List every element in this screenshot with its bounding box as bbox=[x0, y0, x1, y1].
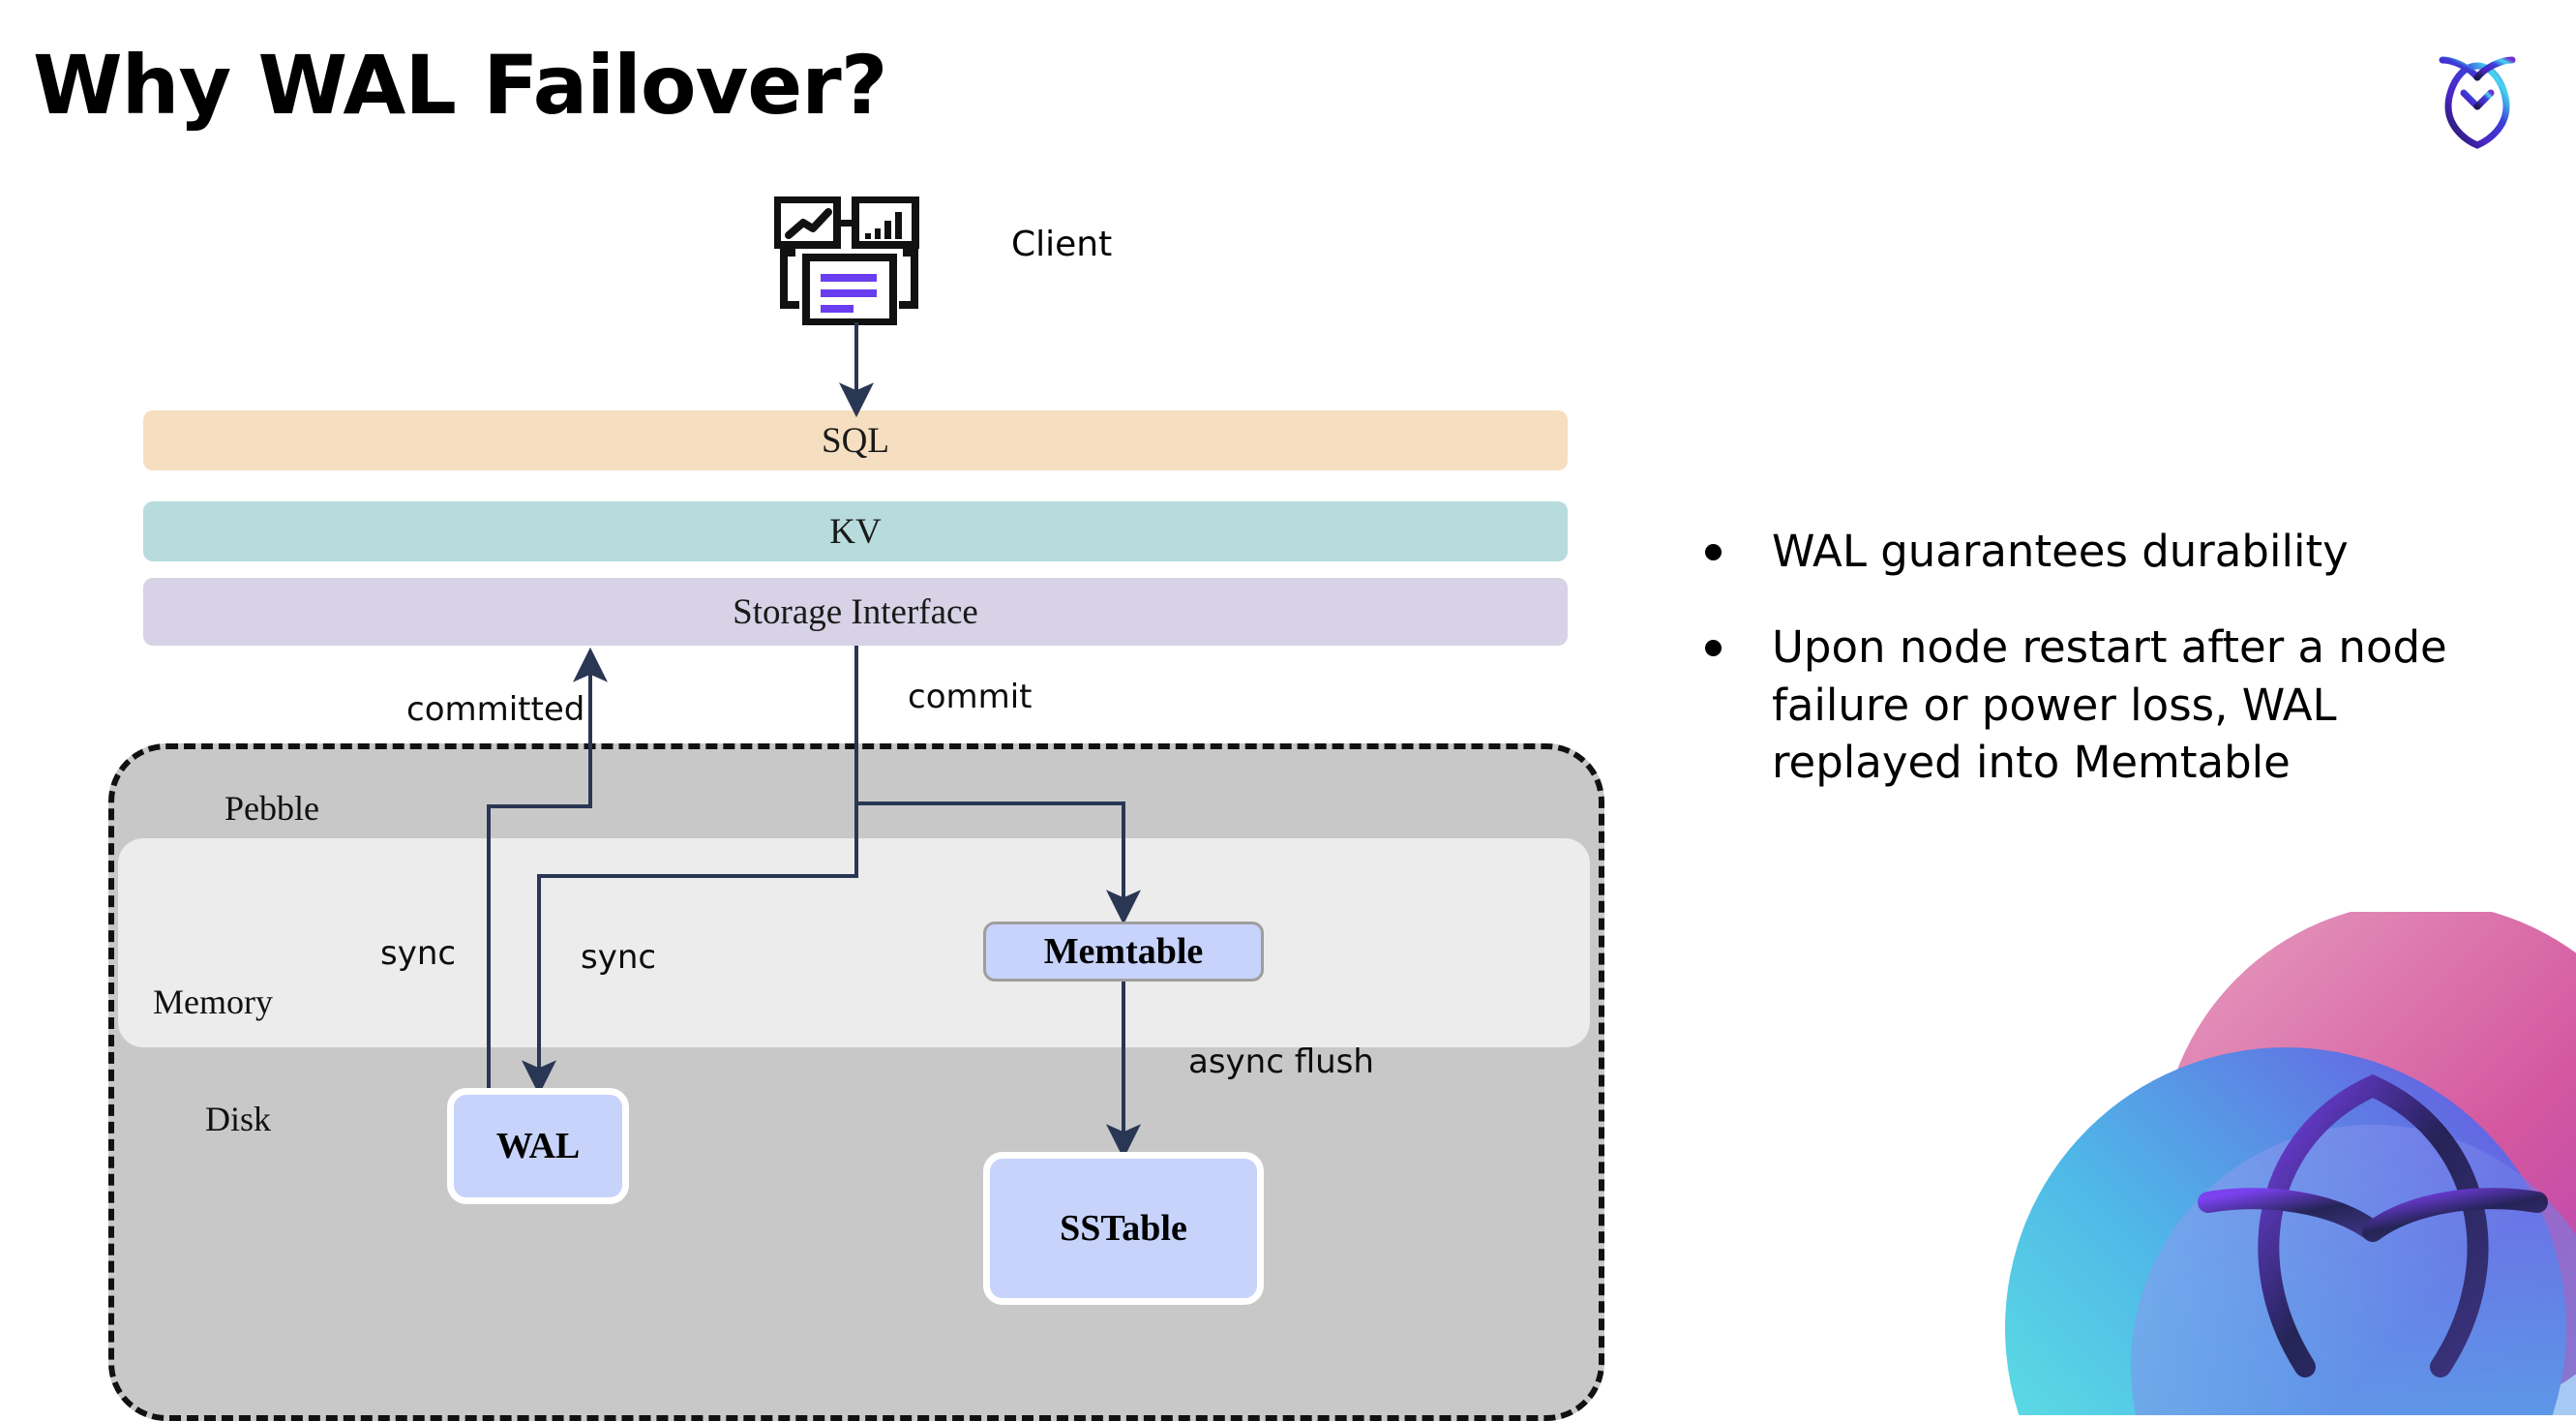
edge-label-commit: commit bbox=[908, 678, 1033, 716]
node-label-memtable: Memtable bbox=[1043, 931, 1204, 972]
node-label-sstable: SSTable bbox=[1060, 1208, 1187, 1249]
client-label: Client bbox=[1011, 225, 1113, 264]
cockroach-leaf-logo-icon bbox=[2417, 35, 2537, 155]
pebble-label: Pebble bbox=[225, 789, 319, 828]
node-memtable: Memtable bbox=[983, 922, 1264, 982]
edge-label-async-flush: async flush bbox=[1188, 1043, 1374, 1081]
page-title: Why WAL Failover? bbox=[33, 38, 887, 133]
layer-label-kv: KV bbox=[829, 511, 882, 552]
client-dashboard-icon bbox=[773, 196, 924, 326]
list-item: WAL guarantees durability bbox=[1705, 523, 2518, 580]
layer-bar-kv: KV bbox=[143, 501, 1568, 561]
edge-label-committed: committed bbox=[406, 690, 585, 729]
node-label-wal: WAL bbox=[495, 1126, 581, 1166]
node-sstable: SSTable bbox=[983, 1152, 1264, 1305]
edge-label-sync-left: sync bbox=[380, 934, 457, 973]
list-item: Upon node restart after a node failure o… bbox=[1705, 619, 2518, 791]
layer-label-storage-interface: Storage Interface bbox=[733, 591, 978, 632]
decorative-gradient-circles bbox=[1918, 912, 2576, 1415]
layer-bar-storage-interface: Storage Interface bbox=[143, 578, 1568, 646]
bullet-text: WAL guarantees durability bbox=[1772, 526, 2349, 577]
bullet-dot-icon bbox=[1705, 640, 1722, 657]
disk-label: Disk bbox=[205, 1100, 272, 1138]
memory-label: Memory bbox=[153, 983, 273, 1021]
bullet-dot-icon bbox=[1705, 544, 1722, 560]
node-wal: WAL bbox=[447, 1088, 629, 1204]
layer-label-sql: SQL bbox=[822, 420, 889, 461]
architecture-diagram: Client SQL KV Storage Interface Pebble M… bbox=[108, 196, 1604, 1421]
bullet-text: Upon node restart after a node failure o… bbox=[1772, 621, 2447, 789]
bullet-list: WAL guarantees durability Upon node rest… bbox=[1705, 523, 2518, 831]
layer-bar-sql: SQL bbox=[143, 410, 1568, 470]
memory-zone bbox=[118, 838, 1590, 1047]
edge-label-sync-right: sync bbox=[581, 938, 657, 977]
